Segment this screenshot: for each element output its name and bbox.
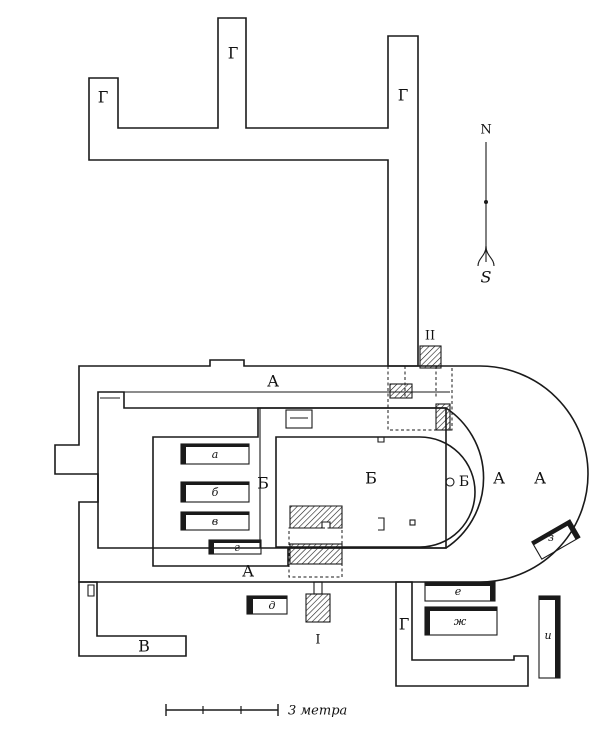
label-roman-two: II [425, 329, 435, 344]
label-gamma-right: Г [398, 86, 409, 105]
label-b-center: Б [365, 469, 377, 488]
scale-label: 3 метра [288, 704, 347, 719]
bench-z [531, 519, 581, 560]
bench-b [180, 481, 250, 503]
bench-g [208, 539, 262, 555]
benches [180, 443, 581, 679]
label-a-apse-outer: А [534, 469, 546, 488]
bench-e [424, 581, 496, 602]
label-bench-b: б [212, 486, 219, 499]
compass: N S [477, 123, 495, 287]
upper-corridors [88, 17, 419, 367]
plan-labels: Г Г Г Г А А А А Б Б Б В II I а б в г д е… [98, 44, 554, 656]
label-b-apse: Б [459, 474, 469, 490]
bench-a [180, 443, 250, 465]
label-gamma-middle: Г [228, 44, 239, 63]
label-bench-i: и [544, 629, 551, 642]
label-a-top: А [267, 372, 279, 391]
label-b-left: Б [257, 474, 269, 493]
hatched-features [289, 345, 451, 623]
bench-i [538, 595, 561, 679]
inner-sanctuary [275, 409, 476, 548]
label-bench-zh: ж [454, 615, 467, 628]
inner-enclosure [152, 407, 447, 567]
round-marker [445, 477, 455, 487]
scale-bar: 3 метра [165, 704, 347, 719]
lower-structures [78, 581, 529, 687]
north-label: N [480, 123, 491, 138]
label-gamma-lower: Г [399, 615, 410, 634]
label-a-bottom: А [242, 562, 254, 581]
bench-zh [424, 606, 498, 636]
label-bench-g: г [234, 541, 240, 554]
label-v: В [138, 637, 150, 656]
label-a-apse-inner: А [493, 469, 505, 488]
label-bench-a: а [212, 448, 219, 461]
south-label: S [481, 268, 492, 287]
label-bench-d: д [269, 599, 276, 612]
label-bench-e: е [455, 585, 462, 598]
label-bench-v: в [212, 515, 218, 528]
label-gamma-left: Г [98, 88, 109, 107]
bench-d [246, 595, 288, 615]
bench-v [180, 511, 250, 531]
label-roman-one: I [315, 633, 320, 648]
label-bench-z: з [548, 531, 554, 544]
